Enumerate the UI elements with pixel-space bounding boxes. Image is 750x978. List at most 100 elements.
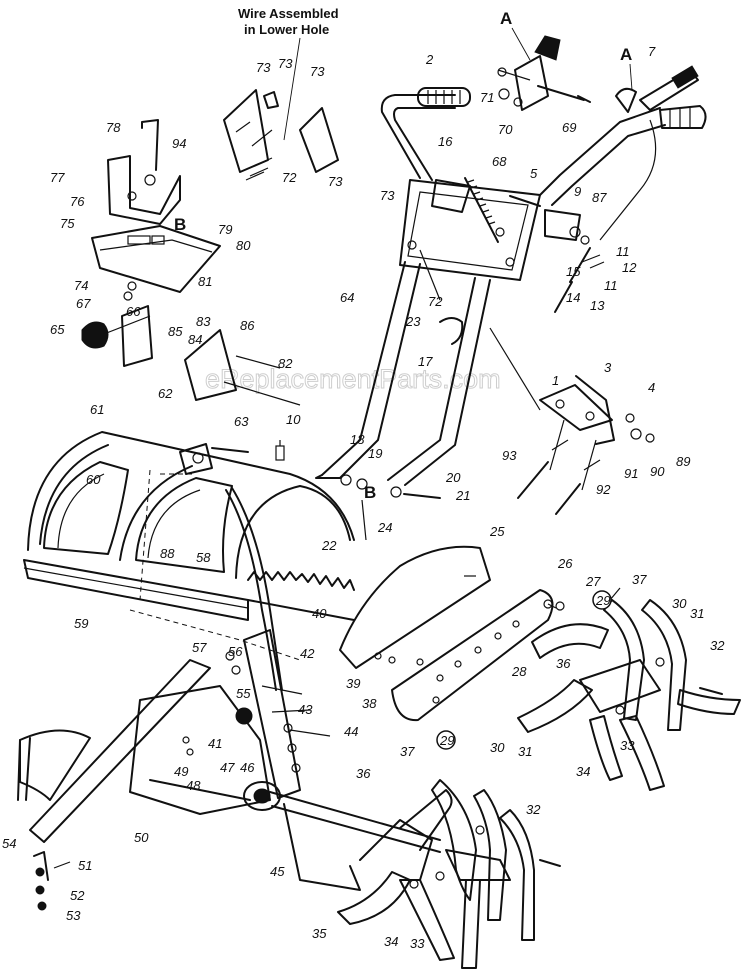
part-label-15: 15 bbox=[566, 264, 581, 279]
callout-a-right: A bbox=[620, 45, 632, 64]
upper-tine-assembly bbox=[517, 587, 741, 791]
part-label-48: 48 bbox=[186, 778, 201, 793]
callout-a-top-leader bbox=[511, 27, 531, 61]
part-label-73-b: 73 bbox=[278, 56, 293, 71]
part-label-90: 90 bbox=[650, 464, 665, 479]
part-label-27: 27 bbox=[585, 574, 601, 589]
wire-note-line1: Wire Assembled bbox=[238, 6, 339, 21]
frame-assembly bbox=[17, 629, 441, 911]
handle-panel bbox=[399, 179, 541, 281]
part-label-89: 89 bbox=[676, 454, 690, 469]
part-label-83: 83 bbox=[196, 314, 211, 329]
circled-label-29-upper: 29 bbox=[595, 593, 610, 608]
part-label-24: 24 bbox=[377, 520, 392, 535]
right-grip bbox=[659, 105, 707, 129]
part-label-79: 79 bbox=[218, 222, 232, 237]
callout-a-right-leader bbox=[629, 63, 633, 91]
part-label-61: 61 bbox=[90, 402, 104, 417]
part-label-70: 70 bbox=[498, 122, 513, 137]
part-label-72-top: 72 bbox=[282, 170, 297, 185]
circled-label-29-lower: 29 bbox=[439, 733, 454, 748]
part-label-93: 93 bbox=[502, 448, 517, 463]
part-label-31-upper: 31 bbox=[690, 606, 704, 621]
part-label-41: 41 bbox=[208, 736, 222, 751]
part-labels: 1 2 3 4 5 7 9 10 11 11 12 13 14 15 16 17… bbox=[2, 44, 725, 951]
part-label-25: 25 bbox=[489, 524, 505, 539]
part-label-62: 62 bbox=[158, 386, 173, 401]
part-label-67: 67 bbox=[76, 296, 91, 311]
part-label-80: 80 bbox=[236, 238, 251, 253]
part-label-40: 40 bbox=[312, 606, 327, 621]
part-label-43: 43 bbox=[298, 702, 313, 717]
part-label-35: 35 bbox=[312, 926, 327, 941]
part-label-32-lower: 32 bbox=[526, 802, 541, 817]
part-label-13: 13 bbox=[590, 298, 605, 313]
part-label-33-lower: 33 bbox=[410, 936, 425, 951]
part-label-36-lower: 36 bbox=[356, 766, 371, 781]
part-label-7: 7 bbox=[648, 44, 656, 59]
part-label-63: 63 bbox=[234, 414, 249, 429]
part-label-37-lower: 37 bbox=[400, 744, 415, 759]
part-label-78: 78 bbox=[106, 120, 121, 135]
part-label-44: 44 bbox=[344, 724, 358, 739]
part-label-10: 10 bbox=[286, 412, 301, 427]
part-label-12: 12 bbox=[622, 260, 637, 275]
part-label-45: 45 bbox=[270, 864, 285, 879]
part-label-60: 60 bbox=[86, 472, 101, 487]
part-label-73-d: 73 bbox=[328, 174, 343, 189]
part-label-37-upper: 37 bbox=[632, 572, 647, 587]
part-label-23: 23 bbox=[405, 314, 421, 329]
part-label-39: 39 bbox=[346, 676, 360, 691]
part-label-73-c: 73 bbox=[310, 64, 325, 79]
part-label-36-upper: 36 bbox=[556, 656, 571, 671]
part-label-38: 38 bbox=[362, 696, 377, 711]
part-label-28: 28 bbox=[511, 664, 527, 679]
part-label-51: 51 bbox=[78, 858, 92, 873]
circle-marker-29-upper bbox=[592, 590, 612, 610]
part-label-34-upper: 34 bbox=[576, 764, 590, 779]
part-label-65: 65 bbox=[50, 322, 65, 337]
part-label-5: 5 bbox=[530, 166, 538, 181]
side-shield bbox=[339, 545, 554, 722]
part-label-82: 82 bbox=[278, 356, 293, 371]
part-label-56: 56 bbox=[228, 644, 243, 659]
part-label-52: 52 bbox=[70, 888, 85, 903]
part-label-53: 53 bbox=[66, 908, 81, 923]
part-label-59: 59 bbox=[74, 616, 88, 631]
part-label-26: 26 bbox=[557, 556, 573, 571]
part-label-81: 81 bbox=[198, 274, 212, 289]
part-label-69: 69 bbox=[562, 120, 576, 135]
part-label-77: 77 bbox=[50, 170, 65, 185]
wire-note-line2: in Lower Hole bbox=[244, 22, 329, 37]
part-label-54: 54 bbox=[2, 836, 16, 851]
part-label-73-e: 73 bbox=[380, 188, 395, 203]
part-label-74: 74 bbox=[74, 278, 88, 293]
part-label-30-upper: 30 bbox=[672, 596, 687, 611]
part-label-11a: 11 bbox=[616, 244, 630, 259]
part-label-58: 58 bbox=[196, 550, 211, 565]
left-grip bbox=[417, 87, 471, 107]
part-label-92: 92 bbox=[596, 482, 611, 497]
callout-b-center: B bbox=[364, 483, 376, 502]
part-label-2: 2 bbox=[425, 52, 434, 67]
part-label-57: 57 bbox=[192, 640, 207, 655]
control-a-assembly bbox=[497, 35, 591, 111]
lower-tine-assembly bbox=[337, 779, 561, 969]
callout-b-left: B bbox=[174, 215, 186, 234]
part-label-47: 47 bbox=[220, 760, 235, 775]
part-label-9: 9 bbox=[574, 184, 581, 199]
handle-hardware bbox=[340, 474, 565, 664]
part-label-64: 64 bbox=[340, 290, 354, 305]
tine-shield bbox=[23, 431, 355, 691]
part-label-73-a: 73 bbox=[256, 60, 271, 75]
part-label-42: 42 bbox=[300, 646, 315, 661]
part-label-33-upper: 33 bbox=[620, 738, 635, 753]
part-label-66: 66 bbox=[126, 304, 141, 319]
part-label-18: 18 bbox=[350, 432, 365, 447]
part-label-49: 49 bbox=[174, 764, 188, 779]
wire-bracket-group bbox=[223, 89, 339, 181]
part-label-76: 76 bbox=[70, 194, 85, 209]
part-label-17: 17 bbox=[418, 354, 433, 369]
callout-a-top: A bbox=[500, 9, 512, 28]
part-label-14: 14 bbox=[566, 290, 580, 305]
